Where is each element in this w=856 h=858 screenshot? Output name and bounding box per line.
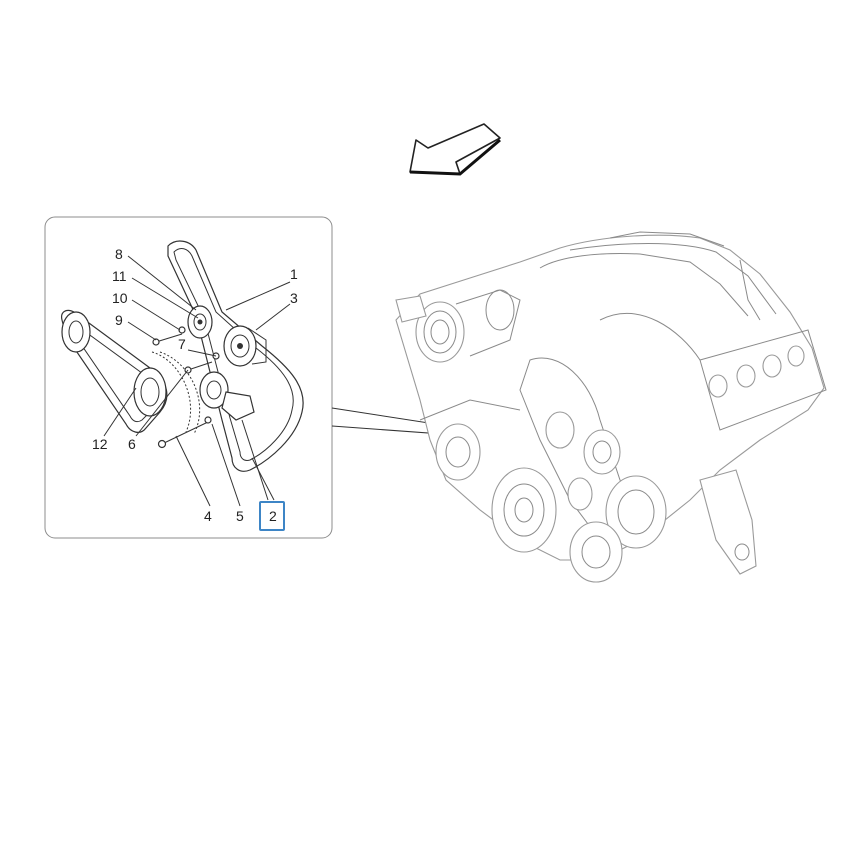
callout-1[interactable]: 1: [290, 266, 298, 282]
direction-arrow-icon: [409, 123, 501, 176]
highlighted-callout-box: [259, 501, 285, 531]
callout-6[interactable]: 6: [128, 436, 136, 452]
belt-drive-assembly: [61, 240, 304, 472]
callout-8[interactable]: 8: [115, 246, 123, 262]
callout-4[interactable]: 4: [204, 508, 212, 524]
callout-labels: 8 11 10 9 7 1 3 12 6 4 5 2: [92, 246, 298, 524]
callout-leaders: [103, 255, 291, 507]
callout-2[interactable]: 2: [269, 508, 277, 524]
callout-10[interactable]: 10: [112, 290, 128, 306]
callout-7[interactable]: 7: [178, 336, 186, 352]
callout-5[interactable]: 5: [236, 508, 244, 524]
callout-12[interactable]: 12: [92, 436, 108, 452]
callout-11[interactable]: 11: [112, 268, 127, 284]
callout-3[interactable]: 3: [290, 290, 298, 306]
callout-9[interactable]: 9: [115, 312, 123, 328]
engine-illustration: [395, 231, 827, 583]
